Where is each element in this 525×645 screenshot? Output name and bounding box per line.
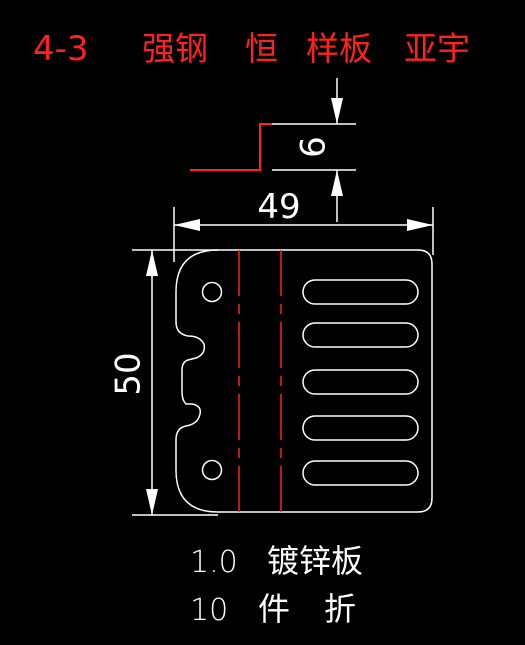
step-dimension: 6: [272, 78, 356, 222]
slot: [302, 415, 419, 441]
drawing-title: 4-3 强钢 恒 样板 亚宇: [33, 29, 470, 69]
width-dim-label: 49: [257, 187, 300, 227]
quantity: 10: [190, 593, 228, 628]
slot: [302, 369, 419, 395]
height-dimension: 50: [109, 249, 218, 516]
title-part-1: 强钢: [142, 29, 208, 68]
material-thickness: 1.0: [190, 545, 238, 580]
step-dim-arrow-up: [331, 170, 343, 196]
title-part-2: 恒: [245, 29, 278, 68]
material-name: 镀锌板: [267, 542, 363, 580]
drawing-notes: 1.0 镀锌板 10 件 折: [190, 542, 363, 628]
slot: [302, 460, 419, 486]
width-dimension: 49: [173, 187, 434, 262]
height-dim-arrow-bottom: [146, 489, 158, 515]
height-dim-label: 50: [109, 352, 149, 395]
step-profile-line: [190, 123, 272, 171]
title-part-3: 样板: [306, 29, 372, 68]
hole-bottom: [201, 459, 223, 481]
width-dim-arrow-left: [174, 219, 200, 231]
height-dim-arrow-top: [146, 250, 158, 276]
slot: [302, 279, 419, 305]
width-dim-arrow-right: [407, 219, 433, 231]
operation: 折: [324, 590, 356, 628]
slot-group: [302, 279, 419, 486]
quantity-unit: 件: [258, 590, 290, 628]
step-dim-arrow-down: [331, 98, 343, 124]
title-code: 4-3: [33, 29, 89, 69]
title-part-4: 亚宇: [404, 29, 470, 68]
part-outline: [175, 249, 433, 513]
hole-top: [201, 281, 223, 303]
step-dim-label: 6: [294, 136, 334, 158]
slot: [302, 322, 419, 348]
